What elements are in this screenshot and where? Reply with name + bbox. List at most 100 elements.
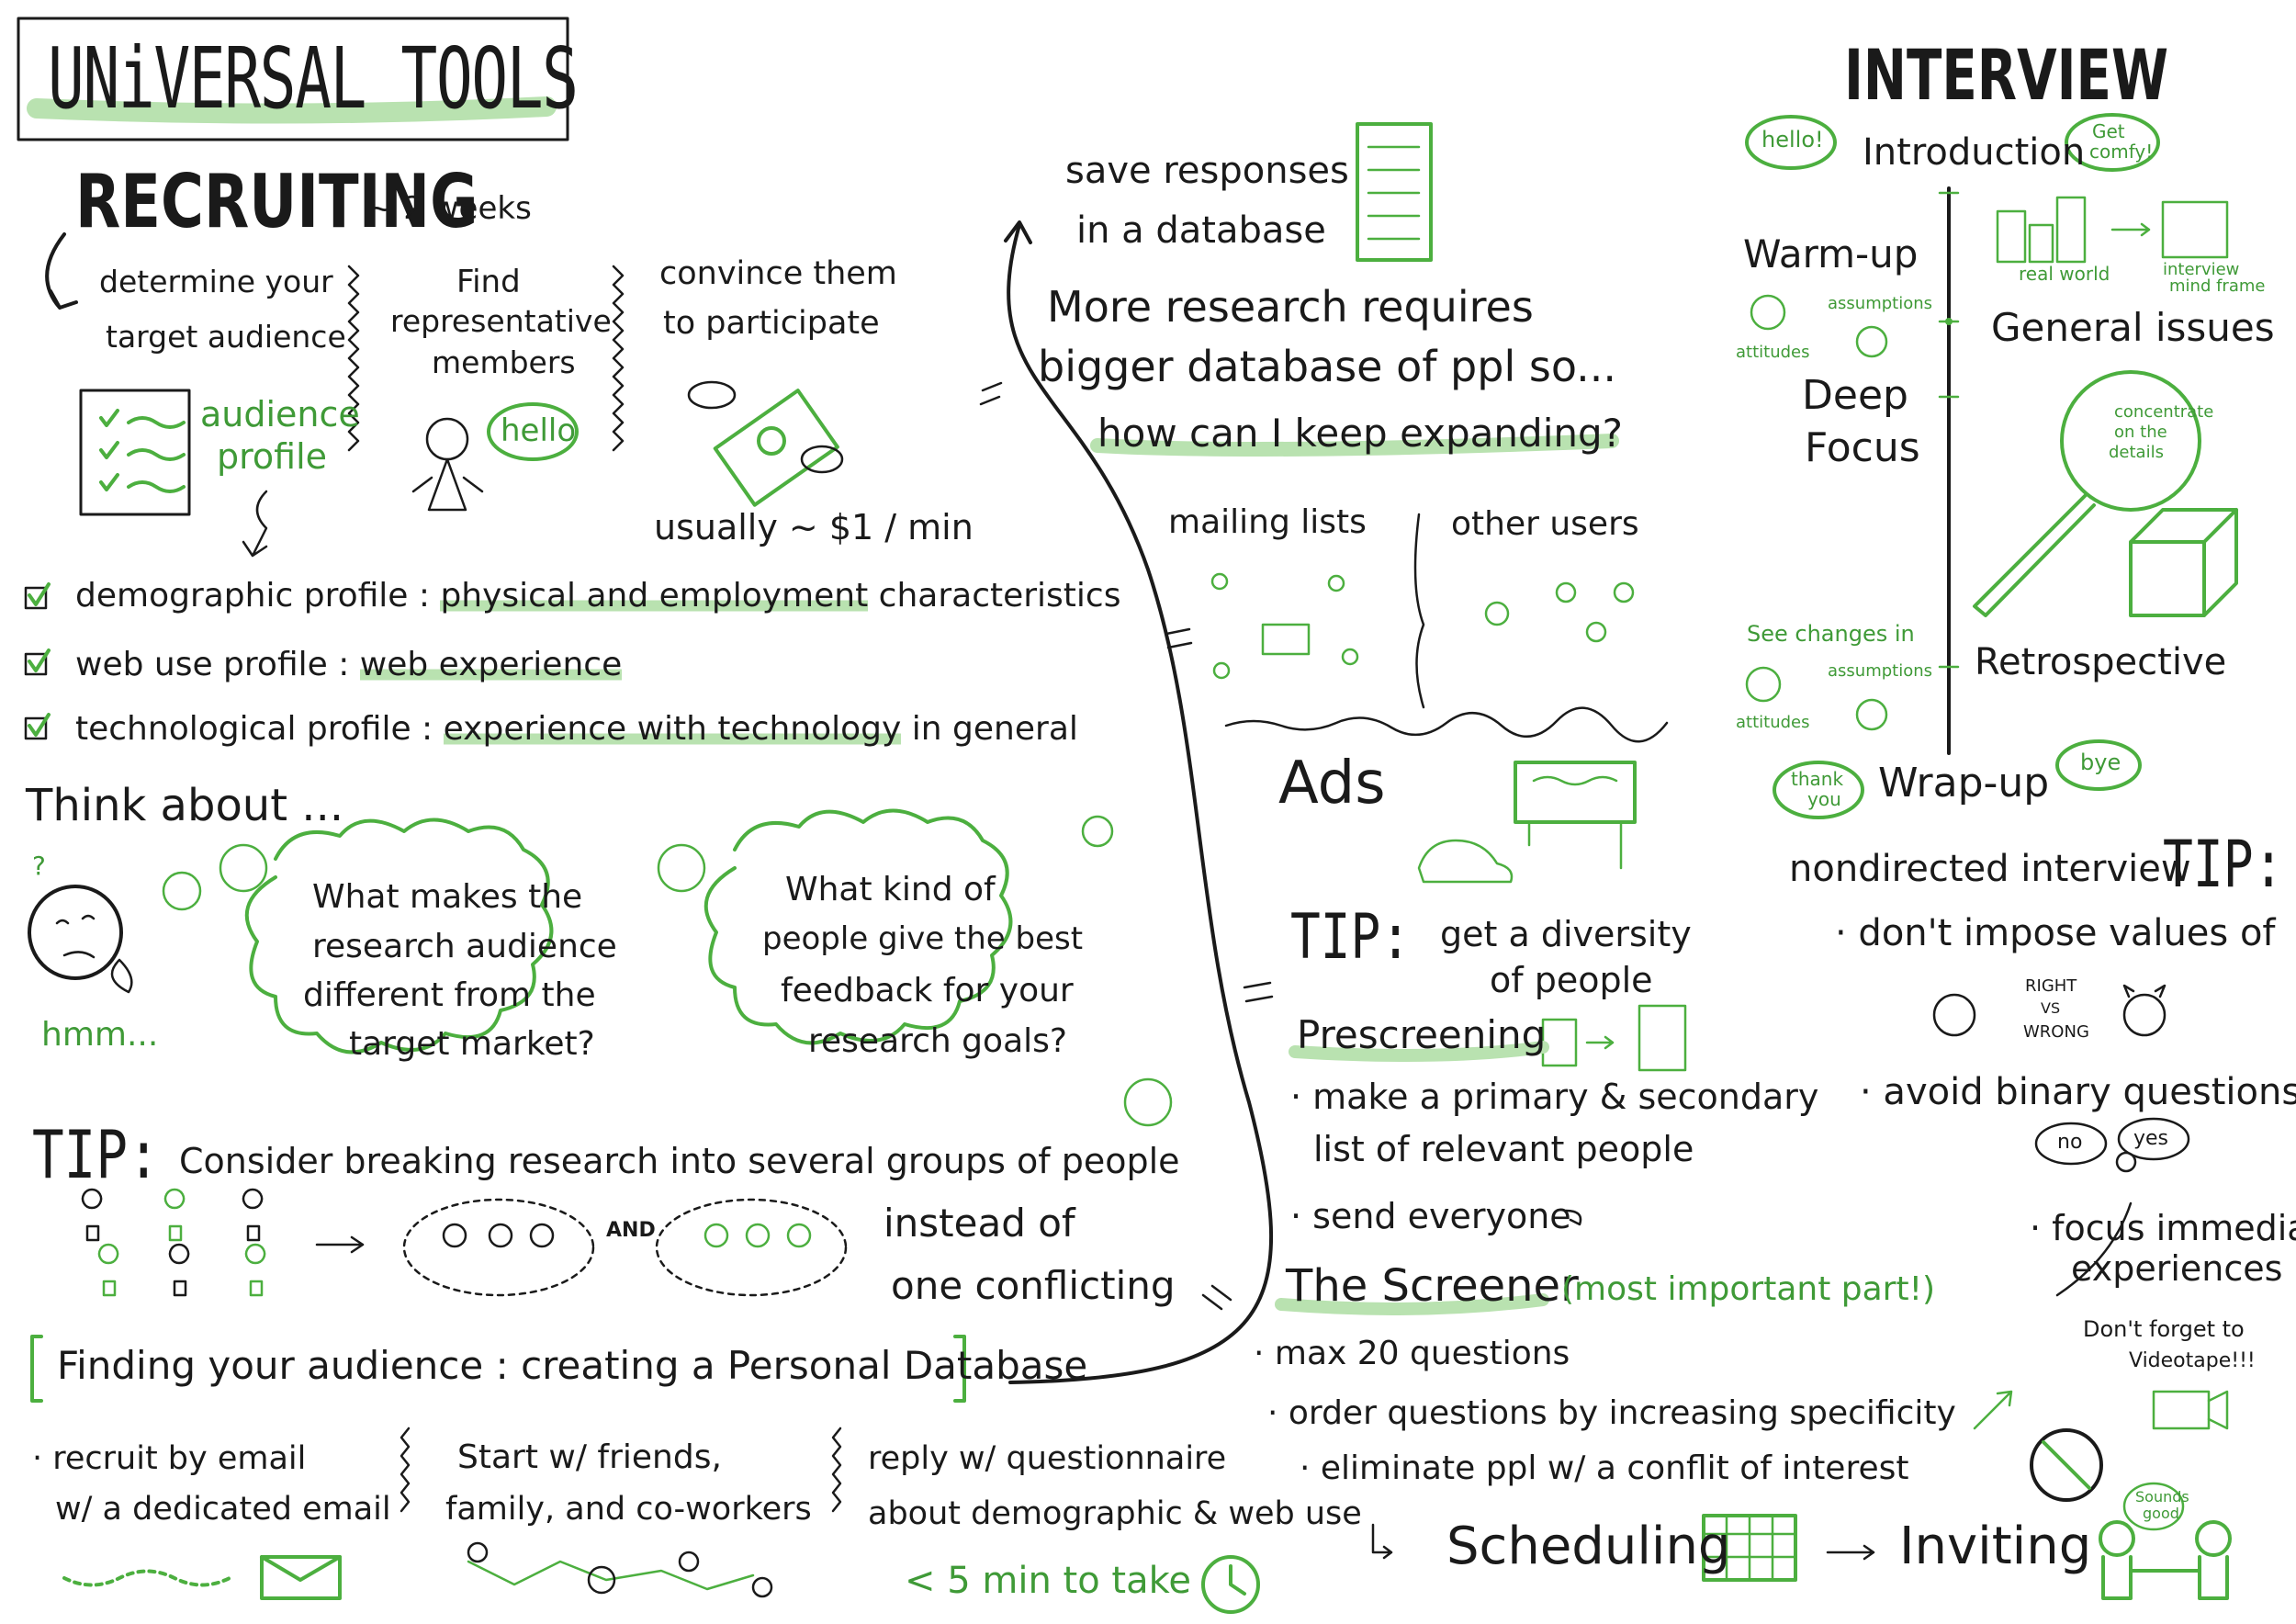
face-icon: [1855, 325, 1888, 358]
and-label: AND: [606, 1219, 656, 1242]
video-note-1: Don't forget to: [2083, 1316, 2245, 1342]
tip2-text1: get a diversity: [1440, 914, 1692, 954]
sounds-good-1: Sounds: [2135, 1488, 2189, 1506]
cloud2-line2: people give the best: [762, 920, 1084, 957]
finding-col3-2: about demographic & web use: [868, 1495, 1362, 1532]
heading-brackets: [30, 1335, 966, 1403]
general-issues-label: General issues: [1991, 305, 2275, 350]
audience-profile-1: audience: [200, 394, 360, 434]
attitudes-label: attitudes: [1736, 343, 1810, 362]
recruiting-heading: RECRUITING: [75, 159, 478, 244]
thinking-face-icon: [28, 885, 133, 994]
tip2-text2: of people: [1490, 960, 1653, 1000]
speech-bubble-icon: [487, 402, 579, 461]
speech-bubble-icon: [2122, 1482, 2185, 1531]
screener-bullet2: · order questions by increasing specific…: [1267, 1394, 1956, 1432]
divider-squiggle: [347, 265, 360, 452]
checklist-icon: [79, 389, 191, 516]
concentrate-3: details: [2109, 443, 2164, 462]
scheduling-label: Scheduling: [1446, 1517, 1731, 1576]
concentrate-1: concentrate: [2114, 402, 2214, 422]
tip3-bullet3a: · focus immediate: [2030, 1208, 2296, 1248]
cloud1-line4: target market?: [349, 1025, 595, 1063]
tip3-bullet1: · don't impose values of: [1835, 912, 2276, 954]
devil-face-icon: [2122, 993, 2167, 1037]
no-bubble: no: [2057, 1131, 2083, 1154]
people-group-icons: [81, 1188, 264, 1297]
wrong-label: WRONG: [2023, 1022, 2089, 1042]
finding-heading: Finding your audience : creating a Perso…: [57, 1343, 1088, 1388]
ads-heading: Ads: [1278, 750, 1386, 818]
real-world-label: real world: [2019, 263, 2110, 285]
hello-bubble: hello!: [1761, 127, 1824, 152]
tip2-label: TIP:: [1290, 901, 1412, 974]
hmm-text: hmm...: [41, 1016, 159, 1054]
step-find-3: members: [432, 344, 576, 380]
profile-label: web use profile :: [75, 646, 350, 683]
get-comfy-1: Get: [2092, 120, 2125, 142]
speech-bubble-icon: [2117, 1117, 2190, 1161]
thank-you-2: you: [1807, 788, 1841, 810]
step-find-2: representative: [390, 303, 612, 339]
checkbox-icons: [24, 582, 51, 740]
title-highlight: [27, 96, 557, 124]
interview-frame-icon: [2161, 200, 2229, 259]
speech-bubble-icon: [2034, 1122, 2108, 1166]
divider-squiggle: [612, 265, 625, 452]
other-users: other users: [1451, 505, 1639, 543]
face-icon: [1745, 666, 1782, 703]
profile-demographic: demographic profile : physical and emplo…: [75, 577, 1121, 615]
thank-you-1: thank: [1791, 768, 1844, 790]
profile-extra: characteristics: [878, 577, 1121, 615]
profile-label: technological profile :: [75, 710, 433, 748]
speech-bubble-icon: [2065, 113, 2160, 172]
cloud1-line3: different from the: [303, 976, 596, 1014]
network-lines: [467, 1560, 755, 1591]
instead-line1: instead of: [884, 1201, 1075, 1246]
step-determine-1: determine your: [99, 264, 333, 299]
interview-frame-1: interview: [2163, 260, 2240, 279]
person-icon: [2115, 1151, 2137, 1173]
group-oval-2: [655, 1198, 848, 1297]
right-label: RIGHT: [2025, 976, 2077, 996]
cloud2-line4: research goals?: [808, 1022, 1067, 1060]
page-title: UNiVERSAL TOOLS: [48, 29, 579, 128]
server-icon: [1356, 122, 1433, 262]
finding-col3-1: reply w/ questionnaire: [868, 1440, 1227, 1477]
save-line1: save responses: [1065, 150, 1349, 192]
yes-bubble: yes: [2133, 1127, 2169, 1150]
more-line2: bigger database of ppl so...: [1038, 342, 1617, 391]
recruiting-duration: ~ 2 weeks: [367, 190, 532, 227]
tip3-label: TIP:: [2163, 827, 2284, 902]
assumptions-label-2: assumptions: [1828, 661, 1933, 681]
inviting-label: Inviting: [1899, 1517, 2092, 1576]
envelope-icon: [1261, 623, 1311, 656]
finding-col2-2: family, and co-workers: [445, 1491, 812, 1528]
introduction-label: Introduction: [1863, 131, 2086, 174]
box-icon: [2129, 508, 2238, 617]
sounds-good-2: good: [2143, 1505, 2179, 1522]
tip3-bullet2: · avoid binary questions: [1860, 1071, 2296, 1113]
title-frame: [17, 17, 569, 141]
cloud2-line3: feedback for your: [781, 972, 1074, 1009]
video-note-2: Videotape!!!: [2129, 1349, 2256, 1372]
step-convince-2: to participate: [663, 305, 880, 342]
clock-icon: [1201, 1555, 1260, 1614]
person-icon: [411, 417, 484, 512]
focus-label: Focus: [1805, 424, 1920, 471]
hello-bubble-text: hello: [501, 412, 577, 449]
profile-value: experience with technology: [443, 710, 902, 748]
money-icon: [687, 380, 844, 507]
vs-label: VS: [2041, 999, 2061, 1017]
finding-col1-2: w/ a dedicated email: [55, 1491, 391, 1528]
audience-profile-2: profile: [217, 436, 328, 477]
speech-bubble-icon: [2055, 739, 2142, 791]
screener-bullet3: · eliminate ppl w/ a conflit of interest: [1300, 1449, 1909, 1487]
wrapup-label: Wrap-up: [1878, 760, 2050, 806]
speech-bubble-icon: [1773, 761, 1864, 819]
car-icon: [1417, 839, 1514, 884]
bye-bubble: bye: [2080, 750, 2122, 775]
videocamera-icon: [2152, 1390, 2211, 1430]
thought-cloud-2: [703, 808, 1013, 1045]
